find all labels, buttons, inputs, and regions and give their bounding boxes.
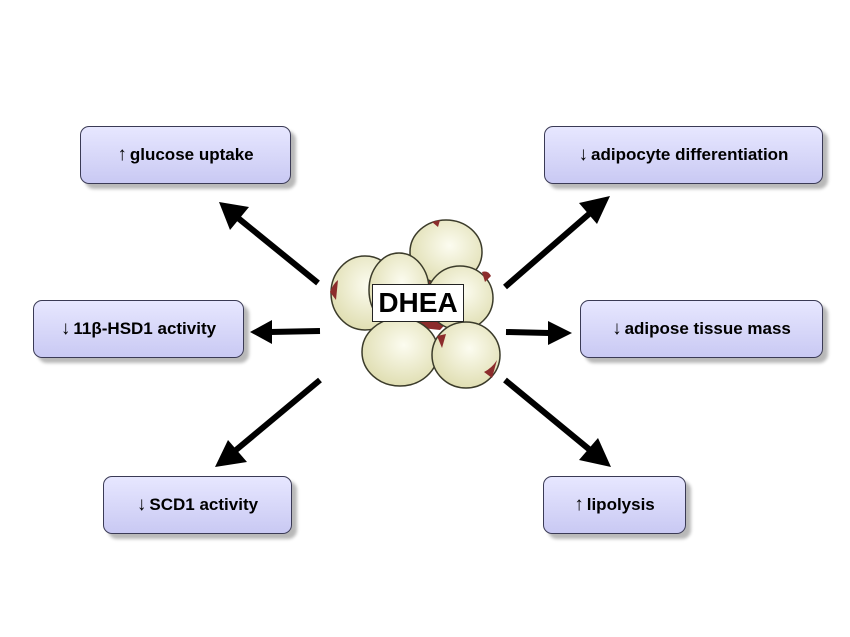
arrowhead-scd1-activity xyxy=(215,440,247,467)
effect-adipocyte-differentiation: ↓ adipocyte differentiation xyxy=(544,126,823,184)
arrowhead-adipocyte-differentiation xyxy=(579,196,610,224)
effect-lipolysis: ↑ lipolysis xyxy=(543,476,686,534)
adipocyte-cell xyxy=(361,317,439,387)
arrowhead-adipose-tissue-mass xyxy=(548,321,572,345)
arrow-to-adipocyte-differentiation xyxy=(503,211,591,290)
effect-label: adipose tissue mass xyxy=(624,319,791,338)
adipocyte-cell xyxy=(431,321,501,389)
arrow-to-lipolysis xyxy=(503,377,592,453)
up-arrow-icon: ↑ xyxy=(574,494,584,515)
dhea-label: DHEA xyxy=(372,284,464,322)
effect-label: SCD1 activity xyxy=(149,495,259,514)
effect-scd1-activity: ↓ SCD1 activity xyxy=(103,476,292,534)
effect-label: 11β-HSD1 activity xyxy=(73,319,217,338)
arrow-to-hsd1-activity xyxy=(269,328,321,335)
down-arrow-icon: ↓ xyxy=(578,144,589,165)
up-arrow-icon: ↑ xyxy=(117,144,127,165)
effect-adipose-tissue-mass: ↓ adipose tissue mass xyxy=(580,300,823,358)
down-arrow-icon: ↓ xyxy=(136,494,147,515)
effect-label: glucose uptake xyxy=(129,145,254,164)
effect-label: adipocyte differentiation xyxy=(591,145,789,164)
arrowhead-glucose-uptake xyxy=(219,202,249,230)
arrow-to-glucose-uptake xyxy=(236,215,320,286)
arrow-to-adipose-tissue-mass xyxy=(505,329,550,336)
effect-hsd1-activity: ↓ 11β-HSD1 activity xyxy=(33,300,244,358)
arrowhead-lipolysis xyxy=(579,438,611,467)
effect-glucose-uptake: ↑ glucose uptake xyxy=(80,126,291,184)
effect-label: lipolysis xyxy=(586,495,655,514)
down-arrow-icon: ↓ xyxy=(612,318,622,339)
arrow-to-scd1-activity xyxy=(234,377,322,453)
arrowhead-hsd1-activity xyxy=(250,320,272,344)
down-arrow-icon: ↓ xyxy=(60,318,71,339)
